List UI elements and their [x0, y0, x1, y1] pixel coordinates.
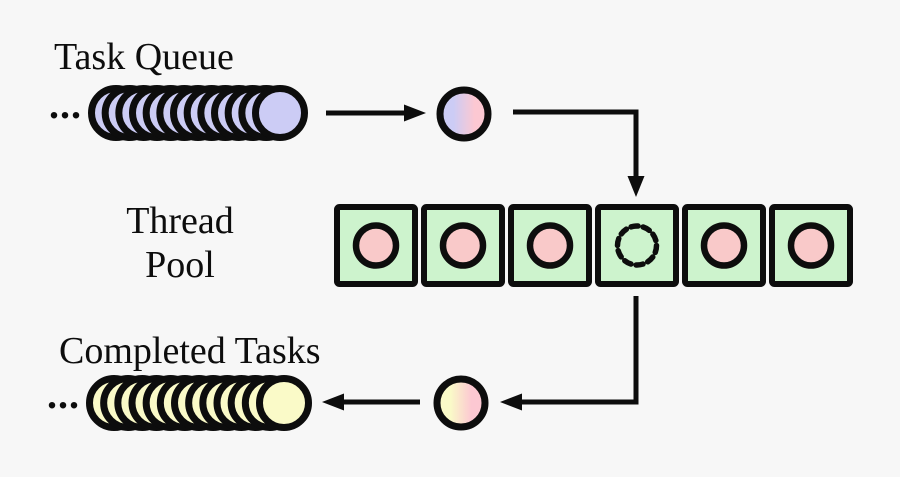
busy-thread-circle: [700, 222, 748, 269]
next-task-to-pool-arrow: [513, 109, 639, 178]
queue-to-next-task-arrow-head: [404, 104, 426, 122]
completed-task-circle: [256, 375, 312, 431]
completed-tasks-label: Completed Tasks: [59, 330, 321, 372]
thread-pool-label-line1: Thread: [126, 200, 234, 242]
finished-task-circle: [433, 375, 489, 431]
finished-task-to-completed-arrow-head: [322, 393, 344, 411]
pool-to-finished-task-arrow: [520, 296, 639, 405]
thread-pool-label: Thread Pool: [80, 199, 280, 287]
idle-thread-dashed-circle: [614, 223, 660, 268]
busy-thread-circle: [439, 222, 487, 269]
pool-to-finished-task-arrow-head: [500, 393, 522, 411]
task-queue-label: Task Queue: [54, 36, 234, 78]
busy-thread-circle: [787, 222, 835, 269]
task-queue-task-circle: [252, 85, 308, 141]
next-task-to-pool-arrow-head: [627, 176, 645, 197]
next-task-circle: [436, 86, 492, 142]
busy-thread-circle: [526, 222, 574, 269]
thread-pool-slot: [595, 204, 679, 287]
busy-thread-circle: [352, 222, 400, 269]
task-queue-ellipsis: ...: [49, 82, 82, 127]
completed-tasks-ellipsis: ...: [47, 372, 80, 417]
thread-pool-label-line2: Pool: [145, 244, 215, 286]
